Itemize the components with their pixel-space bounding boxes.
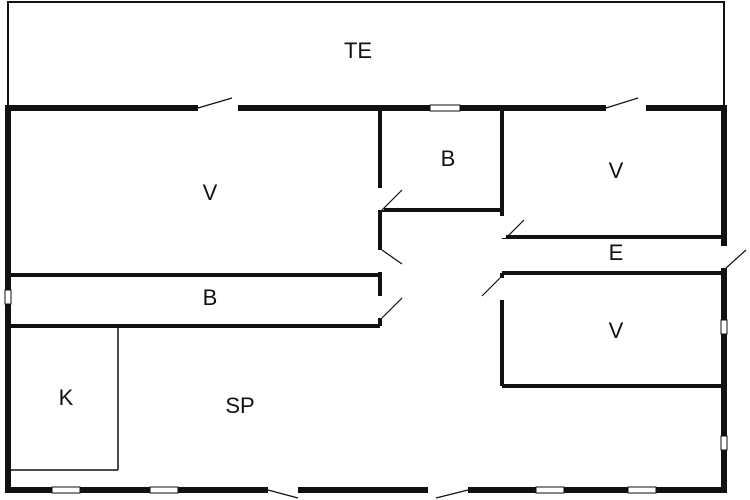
room-label-k: K — [59, 385, 74, 410]
room-label-v-left: V — [203, 180, 218, 205]
door-openings — [198, 104, 728, 494]
room-label-v-right: V — [609, 318, 624, 343]
kitchen-counter — [8, 326, 119, 471]
door-swings — [197, 97, 747, 499]
room-label-e: E — [609, 240, 624, 265]
windows — [4, 104, 728, 494]
room-label-v-top-right: V — [609, 158, 624, 183]
room-label-sp: SP — [225, 393, 254, 418]
room-label-te: TE — [344, 38, 372, 63]
outer-walls — [5, 105, 727, 493]
room-label-b-top: B — [441, 146, 456, 171]
room-label-b-left: B — [203, 285, 218, 310]
